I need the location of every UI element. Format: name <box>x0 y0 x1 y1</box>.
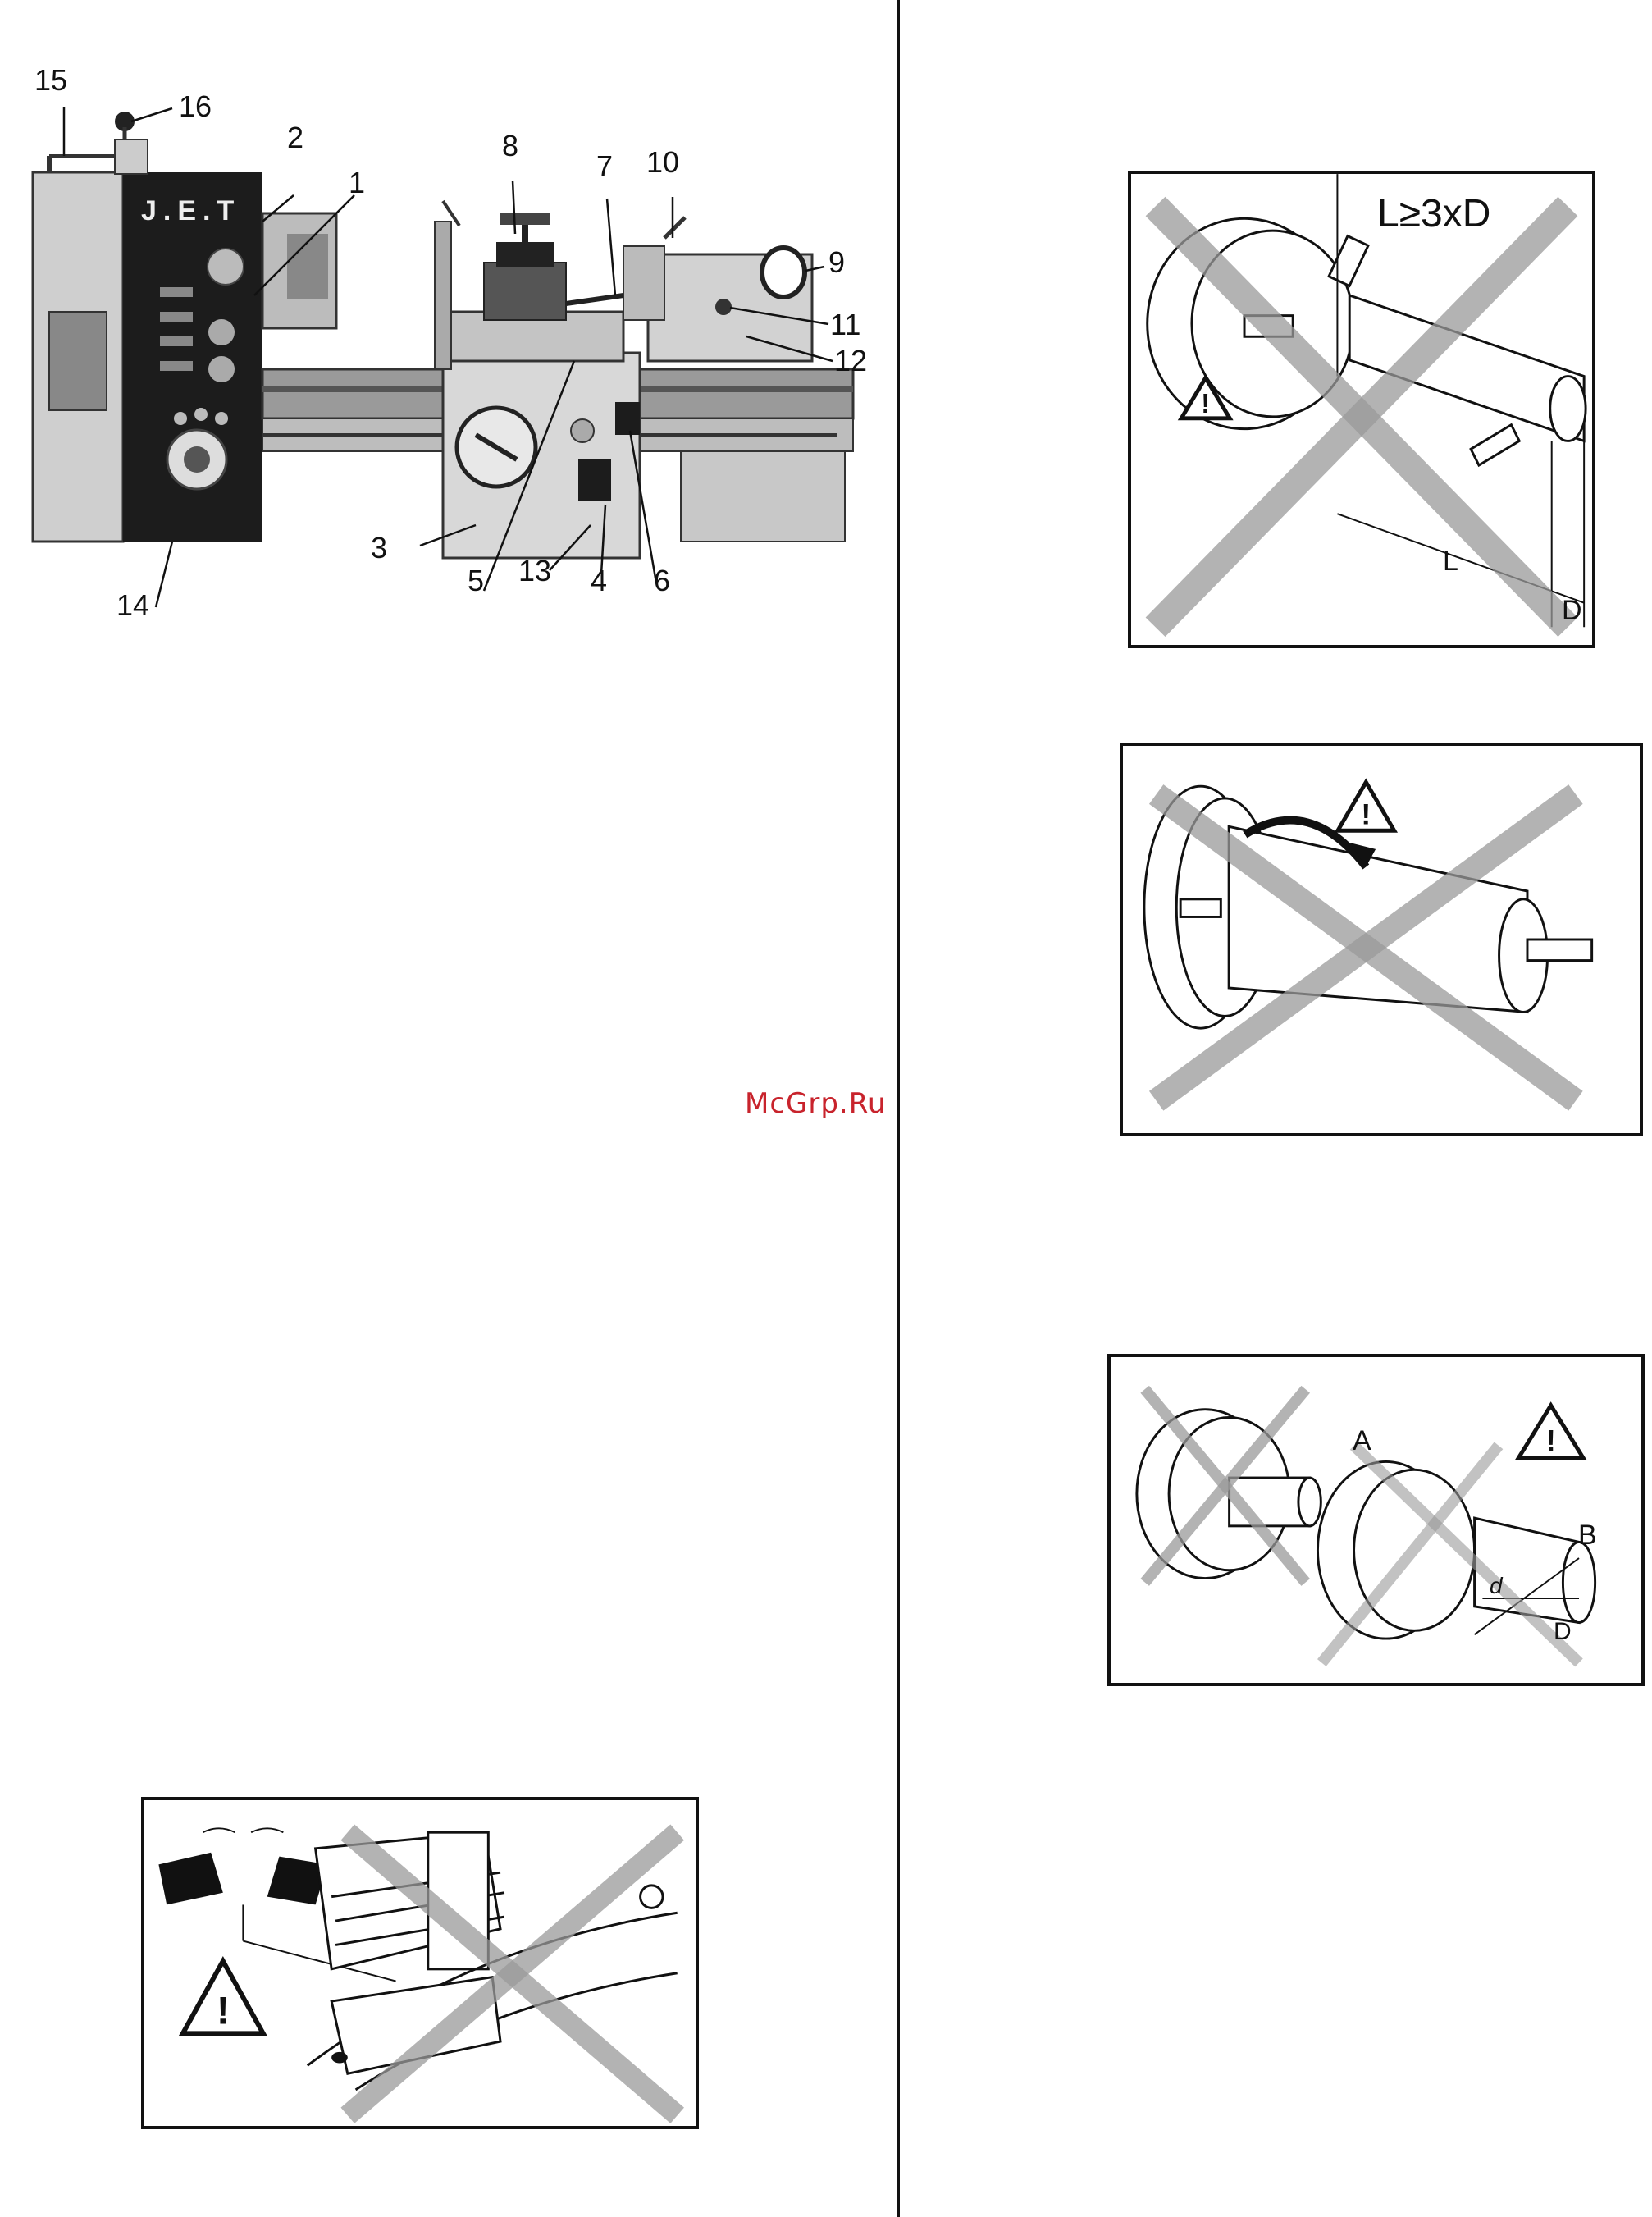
variant-a-label: A <box>1353 1427 1371 1455</box>
callout-15: 15 <box>34 66 67 95</box>
length-ratio-illustration: ! <box>1131 174 1592 645</box>
callout-4: 4 <box>591 566 607 596</box>
callout-16: 16 <box>179 92 212 121</box>
small-diameter-label: d <box>1490 1575 1503 1598</box>
svg-text:!: ! <box>1546 1424 1556 1458</box>
column-divider <box>897 0 900 2217</box>
callout-8: 8 <box>502 131 518 161</box>
lathe-figure: J.E.T 1 2 3 4 5 6 7 8 9 10 11 12 13 14 1… <box>16 49 886 640</box>
callout-2: 2 <box>287 123 303 153</box>
callout-7: 7 <box>596 152 613 181</box>
callout-6: 6 <box>654 566 670 596</box>
watermark-text: McGrp.Ru <box>745 1087 886 1120</box>
callout-10: 10 <box>646 148 679 177</box>
callout-1: 1 <box>349 168 365 198</box>
warning-figure-chuck-jaws: ! <box>141 1797 699 2129</box>
warning-figure-length-ratio: ! L≥3xD L D <box>1128 171 1595 648</box>
big-diameter-label: D <box>1554 1620 1572 1644</box>
svg-text:!: ! <box>1201 389 1210 419</box>
length-label: L <box>1443 547 1458 575</box>
callout-3: 3 <box>371 533 387 563</box>
formula-label: L≥3xD <box>1377 194 1490 234</box>
callout-11: 11 <box>830 310 860 340</box>
lathe-illustration <box>16 49 886 640</box>
rotation-illustration: ! <box>1123 746 1640 1133</box>
diameter-label: D <box>1562 597 1582 624</box>
callout-13: 13 <box>518 556 551 586</box>
callout-12: 12 <box>834 346 867 376</box>
variant-b-label: B <box>1578 1521 1597 1549</box>
warning-figure-clamping: ! A B d D <box>1107 1354 1645 1686</box>
brand-logo-text: J.E.T <box>141 197 240 225</box>
warning-figure-rotation: ! <box>1120 743 1643 1136</box>
svg-text:!: ! <box>217 1989 230 2032</box>
svg-text:!: ! <box>1361 798 1371 830</box>
callout-9: 9 <box>828 248 845 277</box>
callout-5: 5 <box>468 566 484 596</box>
chuck-jaws-illustration: ! <box>144 1800 696 2126</box>
callout-14: 14 <box>116 591 149 620</box>
